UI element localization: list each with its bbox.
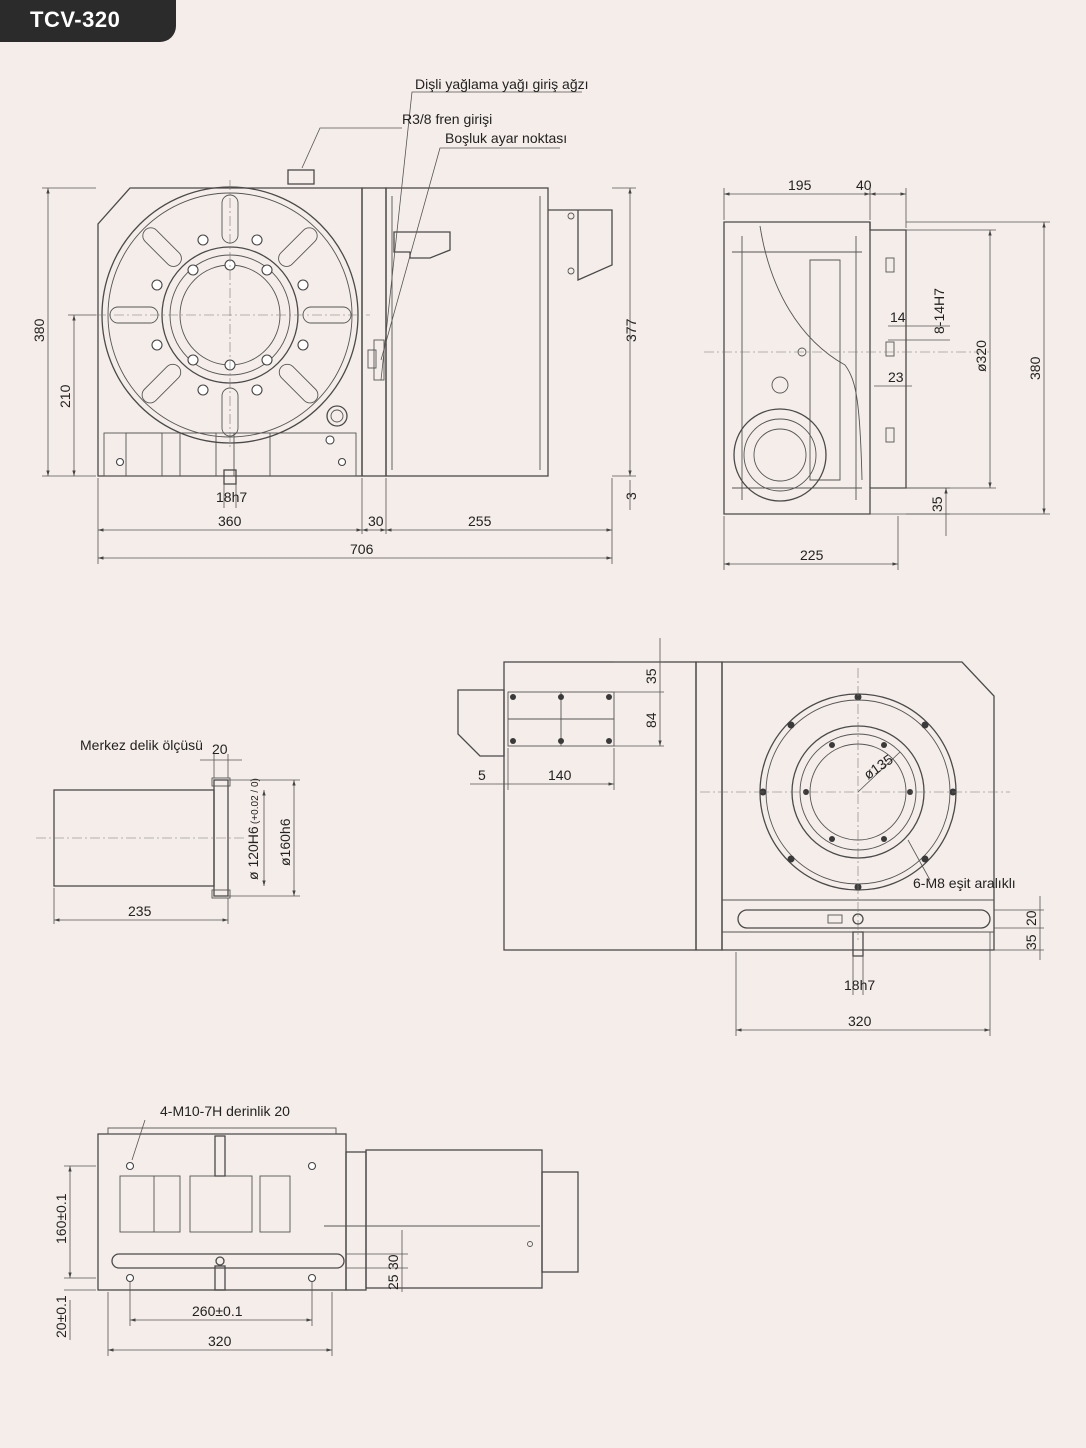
dim-210: 210	[57, 384, 73, 408]
side-view: 195 40 14 8-14H7 23 ø320 380 35 225	[704, 177, 1050, 570]
model-title: TCV-320	[30, 7, 121, 32]
model-title-tab: TCV-320	[0, 0, 176, 42]
dim-14: 14	[890, 309, 906, 325]
lubrication-inlet-label: Dişli yağlama yağı giriş ağzı	[415, 76, 589, 92]
bolt-holes-label: 6-M8 eşit aralıklı	[913, 875, 1016, 891]
dim-195: 195	[788, 177, 812, 193]
dim-360: 360	[218, 513, 242, 529]
dim-140: 140	[548, 767, 572, 783]
dim-235: 235	[128, 903, 152, 919]
tapped-holes-label: 4-M10-7H derinlik 20	[160, 1103, 290, 1119]
dim-phi160: ø160h6	[277, 818, 293, 866]
dim-380-front: 380	[31, 318, 47, 342]
dim-3: 3	[623, 492, 639, 500]
dim-35b-top: 35	[1023, 934, 1039, 950]
dim-706: 706	[350, 541, 374, 557]
dim-225: 225	[800, 547, 824, 563]
dim-380-side: 380	[1027, 356, 1043, 380]
dim-23: 23	[888, 369, 904, 385]
dim-18h7-front: 18h7	[216, 489, 247, 505]
dim-35-top: 35	[643, 668, 659, 684]
dim-25-bottom: 25	[385, 1274, 401, 1290]
dim-377: 377	[623, 318, 639, 342]
dim-20-hole: 20	[212, 741, 228, 757]
dim-8-14h7: 8-14H7	[931, 288, 947, 334]
brake-inlet-label: R3/8 fren girişi	[402, 111, 492, 127]
dim-20-top: 20	[1023, 910, 1039, 926]
dim-260: 260±0.1	[192, 1303, 243, 1319]
dim-35-side: 35	[929, 496, 945, 512]
top-view: ø135 6-M8 eşit aralıklı 18h7 35 84 5 140…	[457, 638, 1044, 1036]
dim-320-bottom: 320	[208, 1333, 232, 1349]
dim-40: 40	[856, 177, 872, 193]
dim-84: 84	[643, 712, 659, 728]
dim-5: 5	[478, 767, 486, 783]
dim-160: 160±0.1	[53, 1193, 69, 1244]
dim-255: 255	[468, 513, 492, 529]
dim-30-bottom: 30	[385, 1254, 401, 1270]
dim-320-top: 320	[848, 1013, 872, 1029]
bottom-view: 4-M10-7H derinlik 20 160±0.1 20±0.1 260±…	[53, 1103, 579, 1356]
dim-phi120: ø 120H6	[245, 826, 261, 880]
dim-phi135: ø135	[861, 751, 896, 783]
front-view: R3/8 fren girişi Dişli yağlama yağı giri…	[31, 76, 639, 564]
backlash-point-label: Boşluk ayar noktası	[445, 130, 567, 146]
dim-30: 30	[368, 513, 384, 529]
dim-18h7-top: 18h7	[844, 977, 875, 993]
dim-phi320: ø320	[973, 340, 989, 372]
dim-20-bottom: 20±0.1	[53, 1295, 69, 1338]
dim-tolerance: (+0.02 / 0)	[250, 778, 261, 824]
center-hole-label: Merkez delik ölçüsü	[80, 737, 203, 753]
center-hole-view: Merkez delik ölçüsü 20 ø 120H6 (+0.02 / …	[36, 737, 300, 924]
